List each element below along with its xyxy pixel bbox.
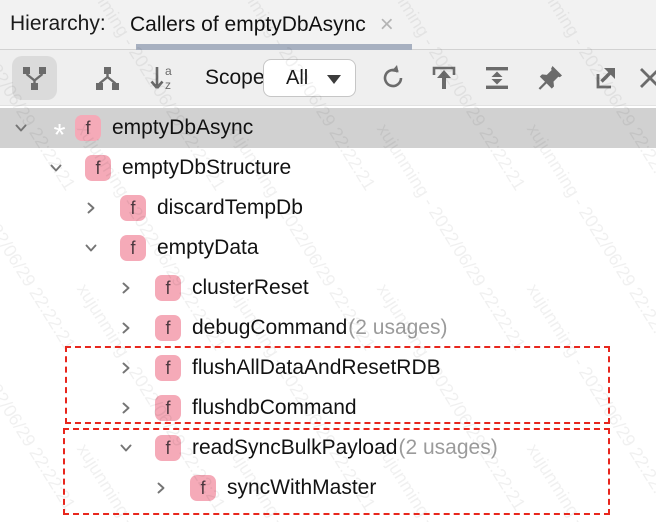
- method-name: emptyDbAsync: [112, 116, 254, 139]
- caller-hierarchy-button[interactable]: [12, 56, 57, 100]
- tab-close-icon[interactable]: ×: [379, 10, 394, 38]
- close-icon: [640, 68, 656, 88]
- active-tab-indicator: [136, 44, 412, 50]
- function-icon: f: [75, 115, 101, 141]
- method-name: syncWithMaster: [227, 476, 377, 499]
- function-icon: f: [155, 435, 181, 461]
- tab-callers-of-emptydbasync[interactable]: Callers of emptyDbAsync ×: [130, 0, 394, 49]
- method-name: emptyData: [157, 236, 259, 259]
- caller-hierarchy-icon: [23, 66, 46, 90]
- tree-row-debugcommand[interactable]: f debugCommand (2 usages): [0, 308, 656, 348]
- chevron-right-icon[interactable]: [153, 480, 169, 496]
- method-name: readSyncBulkPayload: [192, 436, 398, 459]
- scope-dropdown[interactable]: All: [263, 59, 356, 97]
- method-name: clusterReset: [192, 276, 309, 299]
- chevron-right-icon[interactable]: [83, 200, 99, 216]
- svg-text:z: z: [165, 78, 171, 92]
- open-in-new-window-button[interactable]: [588, 61, 622, 95]
- tree-row-flushalldataandresetrdb[interactable]: f flushAllDataAndResetRDB: [0, 348, 656, 388]
- panel-title: Hierarchy:: [10, 12, 106, 35]
- tree-row-readsyncbulkpayload[interactable]: f readSyncBulkPayload (2 usages): [0, 428, 656, 468]
- method-name: emptyDbStructure: [122, 156, 292, 179]
- chevron-down-icon[interactable]: [118, 440, 134, 456]
- close-panel-button[interactable]: [633, 61, 656, 95]
- chevron-down-icon[interactable]: [48, 160, 64, 176]
- function-icon: f: [155, 355, 181, 381]
- tree-row-syncwithmaster[interactable]: f syncWithMaster: [0, 468, 656, 508]
- pin-icon: [538, 66, 562, 90]
- chevron-down-icon[interactable]: [83, 240, 99, 256]
- callee-hierarchy-icon: [95, 66, 119, 90]
- chevron-right-icon[interactable]: [118, 320, 134, 336]
- method-name: debugCommand: [192, 316, 348, 339]
- tree-row-emptydata[interactable]: f emptyData: [0, 228, 656, 268]
- function-icon: f: [190, 475, 216, 501]
- base-method-asterisk: *: [53, 117, 66, 152]
- tree-row-emptydbasync[interactable]: * f emptyDbAsync: [0, 108, 656, 152]
- sort-alphabetically-button[interactable]: a z: [146, 61, 180, 95]
- svg-text:a: a: [165, 64, 172, 78]
- function-icon: f: [155, 395, 181, 421]
- refresh-button[interactable]: [376, 61, 410, 95]
- tree-row-flushdbcommand[interactable]: f flushdbCommand: [0, 388, 656, 428]
- function-icon: f: [120, 195, 146, 221]
- scope-selected-value: All: [286, 66, 309, 89]
- function-icon: f: [155, 315, 181, 341]
- function-icon: f: [120, 235, 146, 261]
- tree-row-discardtempdb[interactable]: f discardTempDb: [0, 188, 656, 228]
- refresh-icon: [383, 65, 403, 88]
- callee-hierarchy-button[interactable]: [90, 61, 124, 95]
- hierarchy-toolbar: a z Scope: All: [0, 50, 656, 106]
- usage-count: (2 usages): [348, 316, 448, 339]
- expand-all-button[interactable]: [480, 61, 514, 95]
- panel-header: Hierarchy: Callers of emptyDbAsync ×: [0, 0, 656, 50]
- dropdown-caret-icon: [327, 74, 341, 84]
- method-name: flushdbCommand: [192, 396, 357, 419]
- call-hierarchy-tree: * f emptyDbAsync f emptyDbStructure f di…: [0, 106, 656, 508]
- method-name: flushAllDataAndResetRDB: [192, 356, 441, 379]
- method-name: discardTempDb: [157, 196, 303, 219]
- function-icon: f: [155, 275, 181, 301]
- function-icon: f: [85, 155, 111, 181]
- usage-count: (2 usages): [398, 436, 498, 459]
- base-on-this-method-button[interactable]: [427, 61, 461, 95]
- pin-button[interactable]: [533, 61, 567, 95]
- chevron-down-icon[interactable]: [13, 120, 29, 136]
- sort-alphabetically-icon: a z: [150, 64, 172, 92]
- tab-label: Callers of emptyDbAsync: [130, 12, 366, 36]
- tree-row-clusterreset[interactable]: f clusterReset: [0, 268, 656, 308]
- chevron-right-icon[interactable]: [118, 360, 134, 376]
- tree-row-emptydbstructure[interactable]: f emptyDbStructure: [0, 148, 656, 188]
- open-in-new-window-icon: [596, 68, 615, 89]
- chevron-right-icon[interactable]: [118, 280, 134, 296]
- scope-label: Scope:: [205, 66, 271, 89]
- arrow-up-into-bracket-icon: [432, 66, 456, 89]
- expand-all-icon: [486, 67, 508, 89]
- chevron-right-icon[interactable]: [118, 400, 134, 416]
